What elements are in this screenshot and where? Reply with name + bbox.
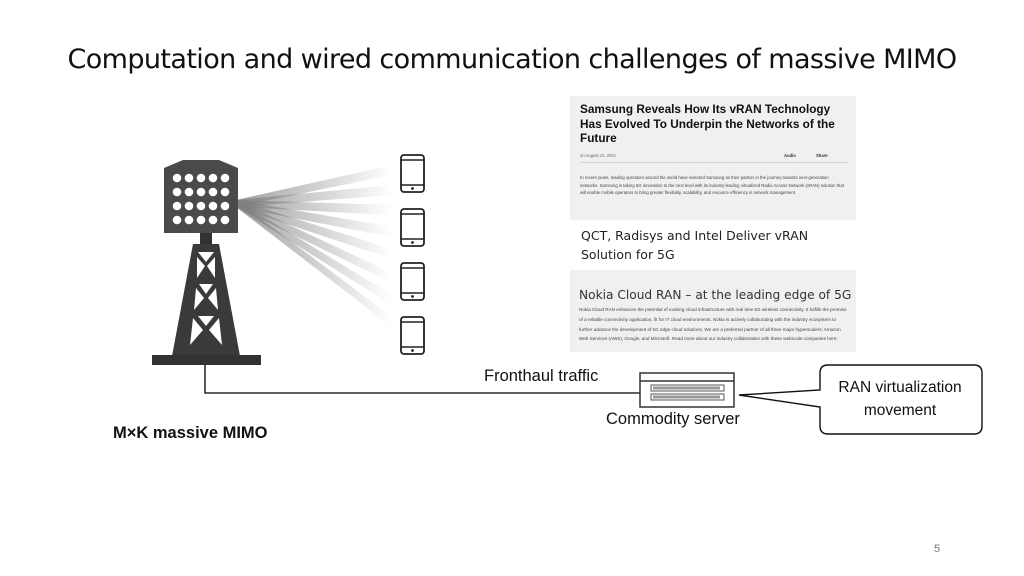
mimo-label: M×K massive MIMO <box>113 424 268 442</box>
antenna-element <box>196 215 206 225</box>
antenna-element <box>196 173 206 183</box>
news-clippings: Samsung Reveals How Its vRAN Technology … <box>570 96 856 352</box>
phone-icon <box>400 208 425 247</box>
antenna-element <box>196 187 206 197</box>
antenna-element <box>172 215 182 225</box>
beam <box>236 200 392 215</box>
phone-icon <box>400 316 425 355</box>
beam <box>236 200 392 259</box>
server-icon <box>639 372 735 408</box>
article-date: on August 10, 2021 <box>580 153 617 158</box>
callout-text: RAN virtualization movement <box>838 379 962 419</box>
share-button: Share <box>816 153 828 158</box>
antenna-element <box>184 173 194 183</box>
phone-icon <box>400 154 425 193</box>
antenna-element <box>172 201 182 211</box>
beam <box>236 200 392 283</box>
speech-callout <box>738 364 983 435</box>
antenna-element <box>184 201 194 211</box>
beam <box>236 200 392 305</box>
antenna-element <box>184 187 194 197</box>
antenna-element <box>220 187 230 197</box>
article-qct-title: QCT, Radisys and Intel Deliver vRAN Solu… <box>581 228 809 262</box>
article-nokia-title: Nokia Cloud RAN – at the leading edge of… <box>579 288 852 302</box>
article-samsung-title: Samsung Reveals How Its vRAN Technology … <box>580 102 835 145</box>
user-devices <box>400 154 425 355</box>
server-label: Commodity server <box>606 410 740 428</box>
antenna-element <box>172 173 182 183</box>
beam <box>236 200 392 327</box>
antenna-element <box>208 187 218 197</box>
divider <box>580 162 848 163</box>
antenna-element <box>184 215 194 225</box>
antenna-element <box>172 187 182 197</box>
fronthaul-link <box>204 365 640 394</box>
fronthaul-label: Fronthaul traffic <box>484 367 599 385</box>
phone-icon <box>400 262 425 301</box>
radio-beams <box>236 165 392 327</box>
beam <box>236 200 392 237</box>
antenna-element <box>220 215 230 225</box>
cell-tower-icon <box>152 233 261 365</box>
article-nokia-body: Nokia Cloud RAN enhances the potential o… <box>579 307 847 342</box>
antenna-element <box>220 173 230 183</box>
antenna-array <box>164 160 238 233</box>
article-samsung-meta: on August 10, 2021 Audio Share <box>580 153 846 161</box>
article-qct: QCT, Radisys and Intel Deliver vRAN Solu… <box>570 220 856 270</box>
slide-title: Computation and wired communication chal… <box>67 44 957 75</box>
page-number: 5 <box>934 543 941 555</box>
antenna-element <box>208 173 218 183</box>
antenna-element <box>208 201 218 211</box>
antenna-element <box>196 201 206 211</box>
article-samsung-body: In recent years, leading operators aroun… <box>580 175 844 196</box>
audio-button: Audio <box>784 153 796 158</box>
antenna-element <box>208 215 218 225</box>
antenna-element <box>220 201 230 211</box>
